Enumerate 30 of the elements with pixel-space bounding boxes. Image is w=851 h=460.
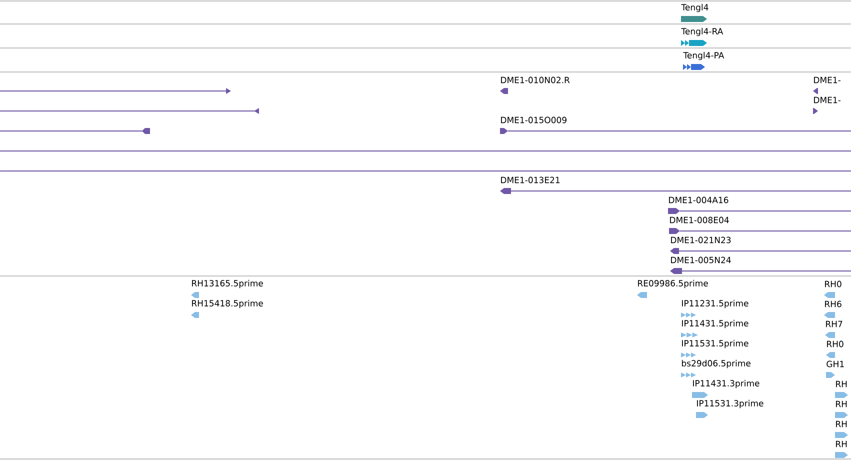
feature-label: IP11531.3prime xyxy=(697,400,764,408)
feature-label: Tengl4-RA xyxy=(681,28,724,36)
feature-label: RH13165.5prime xyxy=(192,280,263,288)
feature-label: RH xyxy=(836,380,847,388)
feature-label: RH xyxy=(836,400,847,408)
feature-label: DME1-008E04 xyxy=(670,216,729,224)
feature-label: DME1-015O009 xyxy=(501,116,566,124)
feature-label: DME1-005N24 xyxy=(671,256,731,264)
feature-label: IP11531.5prime xyxy=(682,340,748,348)
feature-label: GH1 xyxy=(826,360,844,368)
feature-label: RE09986.5prime xyxy=(638,280,708,288)
feature-label: RH xyxy=(836,420,847,428)
feature-label: RH6 xyxy=(825,300,842,308)
feature-label: IP11231.5prime xyxy=(682,300,748,308)
feature-label: Tengl4 xyxy=(681,4,708,12)
feature-label: RH15418.5prime xyxy=(192,300,263,308)
feature-label: RH7 xyxy=(826,320,842,328)
feature-label: DME1- xyxy=(814,96,840,104)
feature-label: DME1-004A16 xyxy=(669,196,728,204)
feature-label: bs29d06.5prime xyxy=(682,360,750,368)
feature-label: DME1-013E21 xyxy=(501,176,560,184)
feature-label: IP11431.3prime xyxy=(693,380,760,388)
feature-label: DME1- xyxy=(814,76,840,84)
feature-label: Tengl4-PA xyxy=(683,52,724,60)
feature-label: RH xyxy=(836,440,847,448)
feature-label: IP11431.5prime xyxy=(682,320,748,328)
feature-label: DME1-010N02.R xyxy=(501,76,570,84)
feature-label: RH0 xyxy=(827,340,844,348)
feature-label: DME1-021N23 xyxy=(671,236,731,244)
feature-label: RH0 xyxy=(825,280,842,288)
